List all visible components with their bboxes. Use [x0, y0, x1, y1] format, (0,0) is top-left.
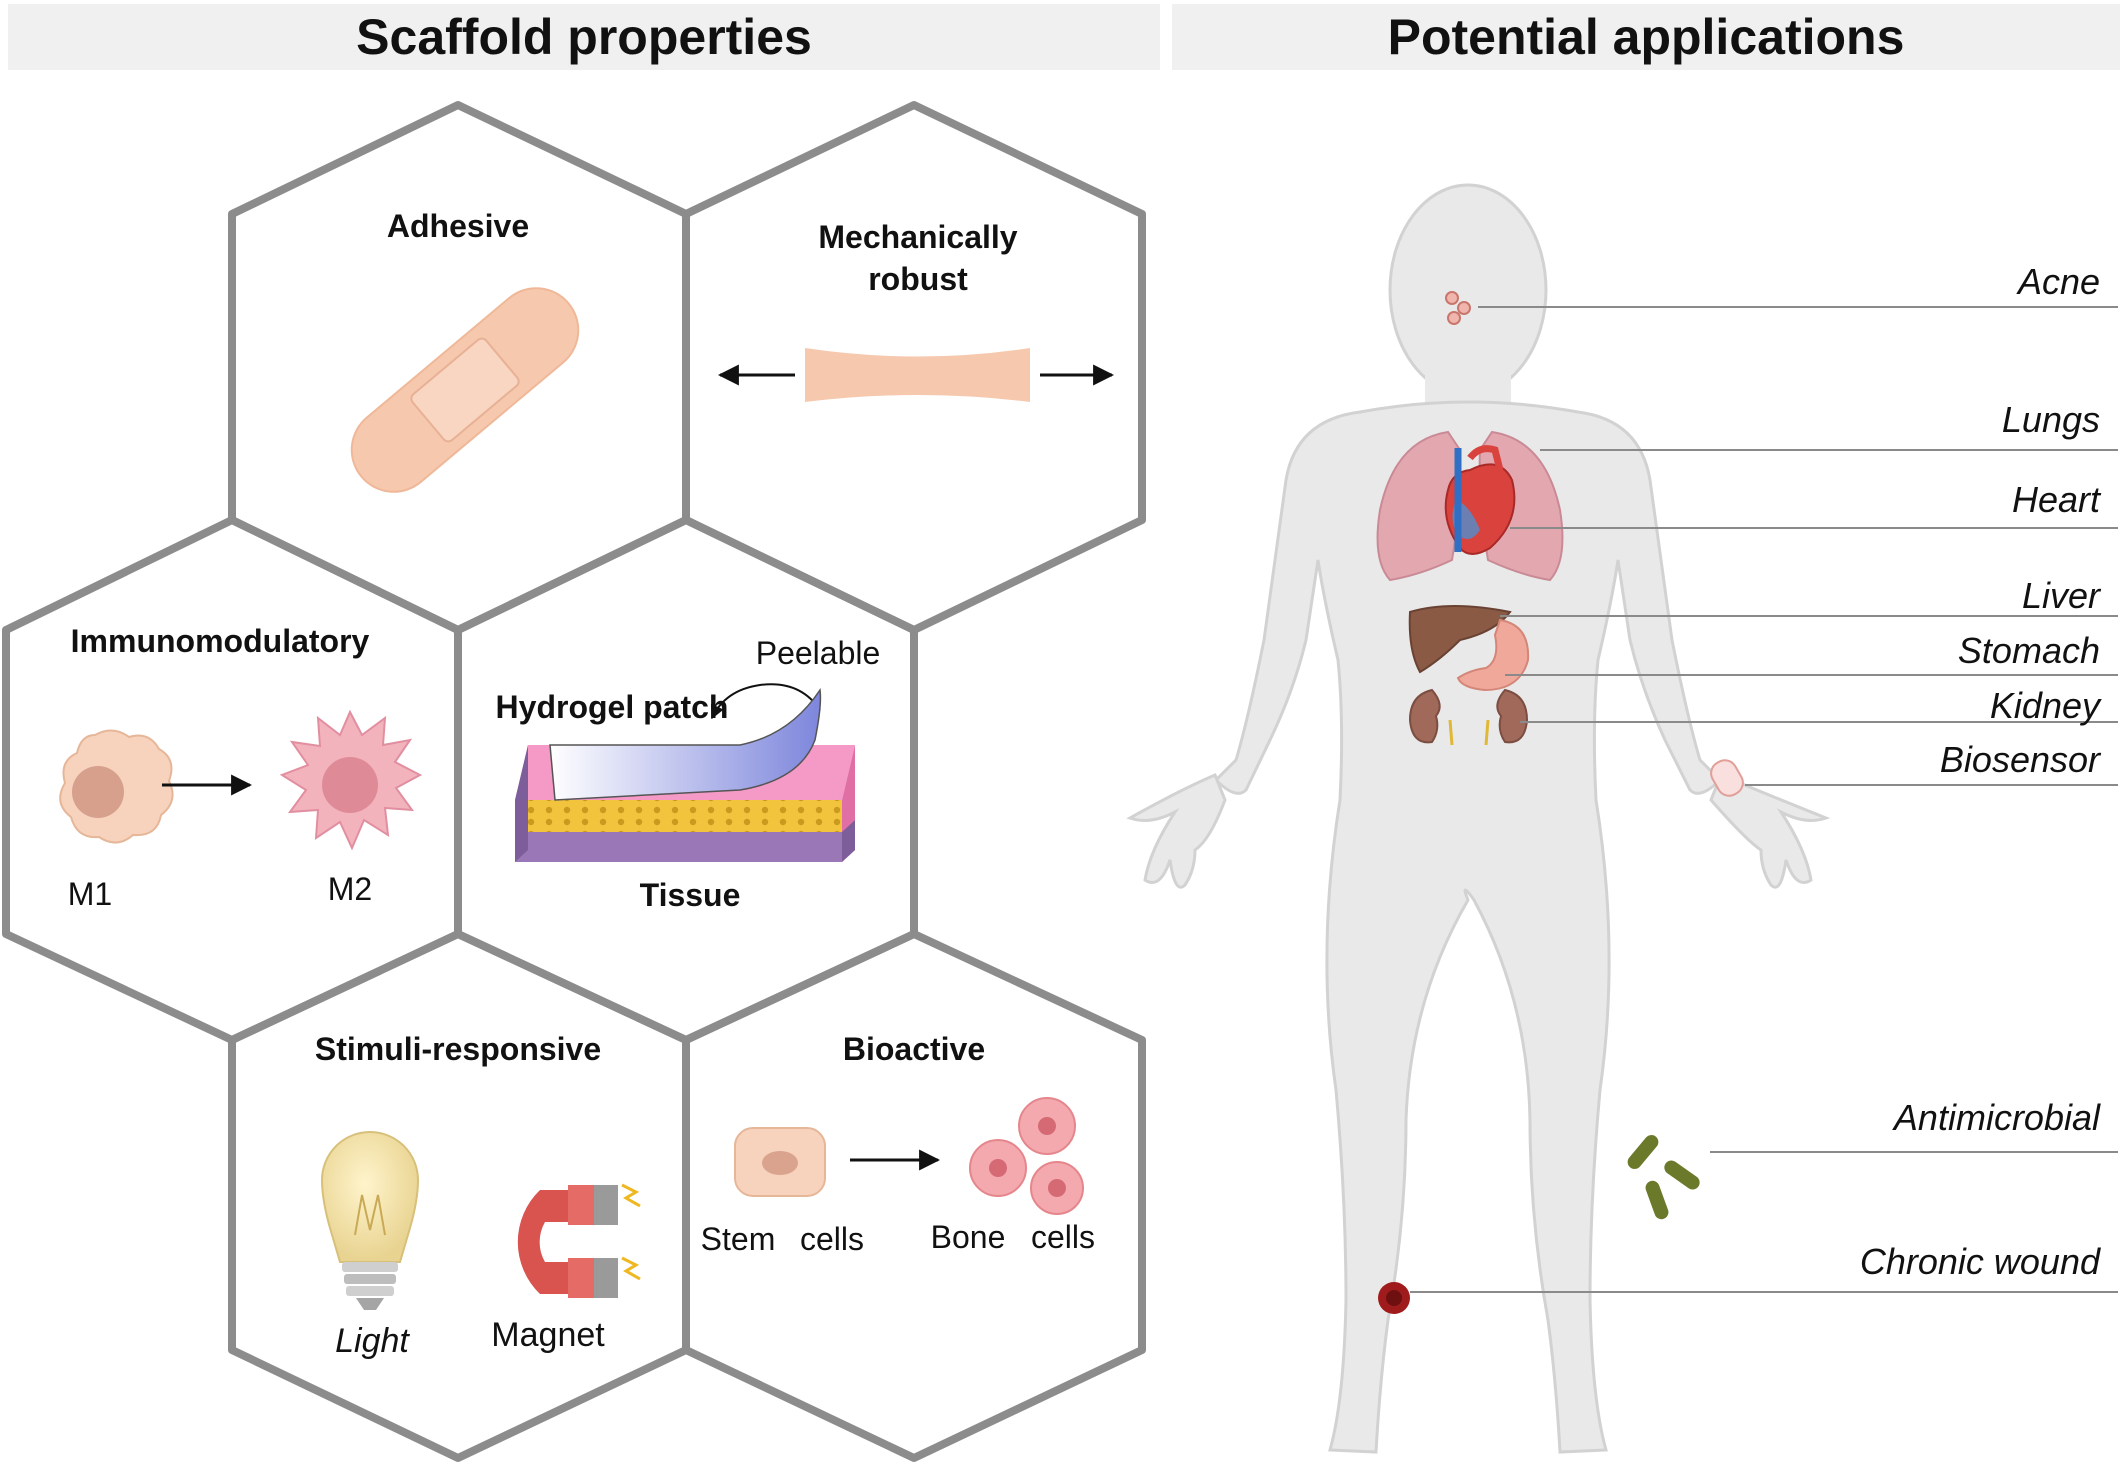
mechanical-title-line1: Mechanically [818, 219, 1017, 255]
human-body-figure [1126, 183, 1831, 1454]
m2-label: M2 [328, 871, 372, 907]
peelable-label: Peelable [756, 635, 881, 671]
hydrogel-patch-label: Hydrogel patch [496, 689, 729, 725]
heart-icon [1444, 445, 1516, 555]
peel-arrow-icon [710, 683, 821, 720]
hydrogel-film-icon [549, 687, 822, 801]
liver-icon [1408, 605, 1512, 674]
chronic-wound-icon [1378, 1282, 1410, 1314]
hex-bioactive [682, 930, 1146, 1462]
biosensor-label: Biosensor [1940, 739, 2102, 780]
hexagon-grid [2, 101, 1146, 1462]
leader-lines [1410, 306, 2118, 1293]
lungs-label: Lungs [2002, 399, 2100, 440]
stem-cell-icon [734, 1127, 826, 1197]
bone-cells-label: cells [1031, 1219, 1095, 1255]
bone-cells-icon [969, 1097, 1084, 1215]
mechanical-title-line2: robust [868, 261, 968, 297]
potential-applications-header: Potential applications [1172, 4, 2120, 70]
bioactive-title: Bioactive [843, 1031, 985, 1067]
kidney-label: Kidney [1990, 685, 2102, 726]
immuno-title: Immunomodulatory [71, 623, 370, 659]
tissue-label: Tissue [640, 877, 741, 913]
acne-icon [1445, 291, 1471, 325]
bacteria-icon [1627, 1135, 1700, 1220]
magnet-icon [517, 1183, 641, 1298]
stomach-label: Stomach [1958, 630, 2100, 671]
bandage-icon [350, 287, 580, 493]
stem-label: Stem [701, 1221, 776, 1257]
m1-label: M1 [68, 876, 112, 912]
kidneys-icon [1408, 688, 1529, 746]
stretched-strip-icon [805, 348, 1030, 402]
light-bulb-icon [320, 1131, 420, 1310]
biosensor-patch-icon [1710, 759, 1744, 797]
magnet-label: Magnet [491, 1316, 605, 1354]
scaffold-properties-header: Scaffold properties [8, 4, 1160, 70]
stimuli-title: Stimuli-responsive [315, 1031, 601, 1067]
acne-label: Acne [2016, 261, 2100, 302]
stomach-icon [1456, 618, 1530, 692]
stem-cells-label: cells [800, 1221, 864, 1257]
m2-macrophage-icon [279, 709, 423, 851]
chronic-wound-label: Chronic wound [1860, 1241, 2101, 1282]
bone-label: Bone [931, 1219, 1006, 1255]
m1-macrophage-icon [59, 729, 174, 844]
light-label: Light [335, 1322, 410, 1360]
antimicrobial-label: Antimicrobial [1892, 1097, 2101, 1138]
liver-label: Liver [2022, 575, 2102, 616]
adhesive-title: Adhesive [387, 208, 529, 244]
lungs-icon [1376, 430, 1564, 582]
heart-label: Heart [2012, 479, 2102, 520]
